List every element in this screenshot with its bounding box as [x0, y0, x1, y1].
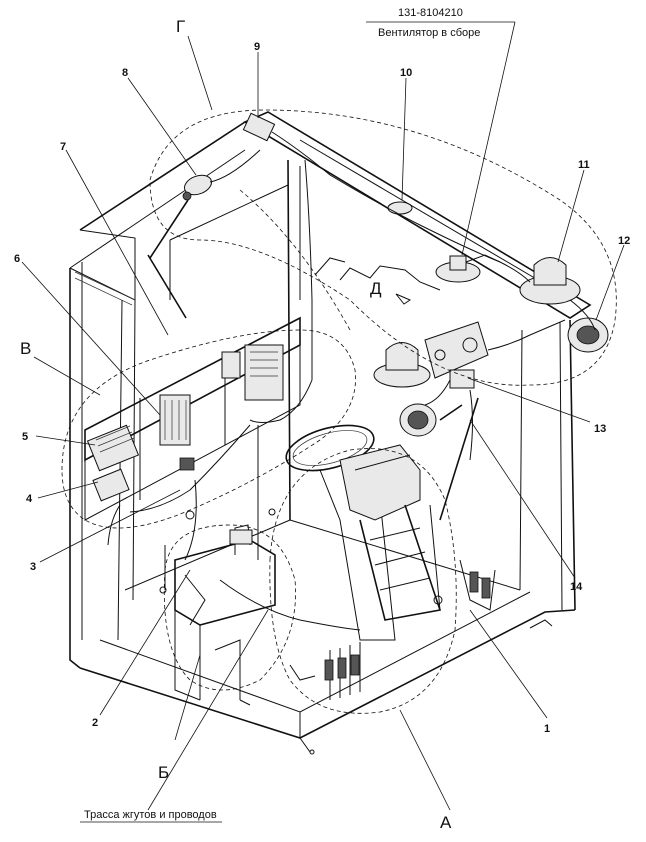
- wire-harnesses: [107, 131, 596, 631]
- view-letter-a: А: [440, 813, 452, 832]
- callout-12: 12: [618, 235, 630, 247]
- callout-1: 1: [544, 723, 550, 735]
- view-letter-d: Д: [370, 279, 382, 298]
- callout-7: 7: [60, 141, 66, 153]
- callout-10: 10: [400, 67, 412, 79]
- harness-route-caption: Трасса жгутов и проводов: [84, 809, 217, 821]
- callout-13: 13: [594, 423, 606, 435]
- steering-console: [285, 424, 496, 700]
- callout-9: 9: [254, 41, 260, 53]
- floor-box: [174, 524, 276, 706]
- leader-lines: [21, 21, 625, 823]
- part-number: 131-8104210: [398, 7, 463, 19]
- view-letter-g: Г: [176, 17, 185, 36]
- roof-parts: [147, 112, 609, 521]
- view-letter-v: В: [20, 339, 31, 358]
- callout-14: 14: [570, 581, 583, 593]
- callout-3: 3: [30, 561, 36, 573]
- instrument-panel: [84, 316, 301, 521]
- callout-5: 5: [22, 431, 28, 443]
- callout-8: 8: [122, 67, 128, 79]
- part-name: Вентилятор в сборе: [378, 27, 480, 39]
- callout-4: 4: [26, 493, 33, 505]
- callout-2: 2: [92, 717, 98, 729]
- callout-6: 6: [14, 253, 20, 265]
- callout-11: 11: [578, 159, 590, 171]
- view-regions: [61, 109, 617, 714]
- view-letter-b: Б: [158, 763, 169, 782]
